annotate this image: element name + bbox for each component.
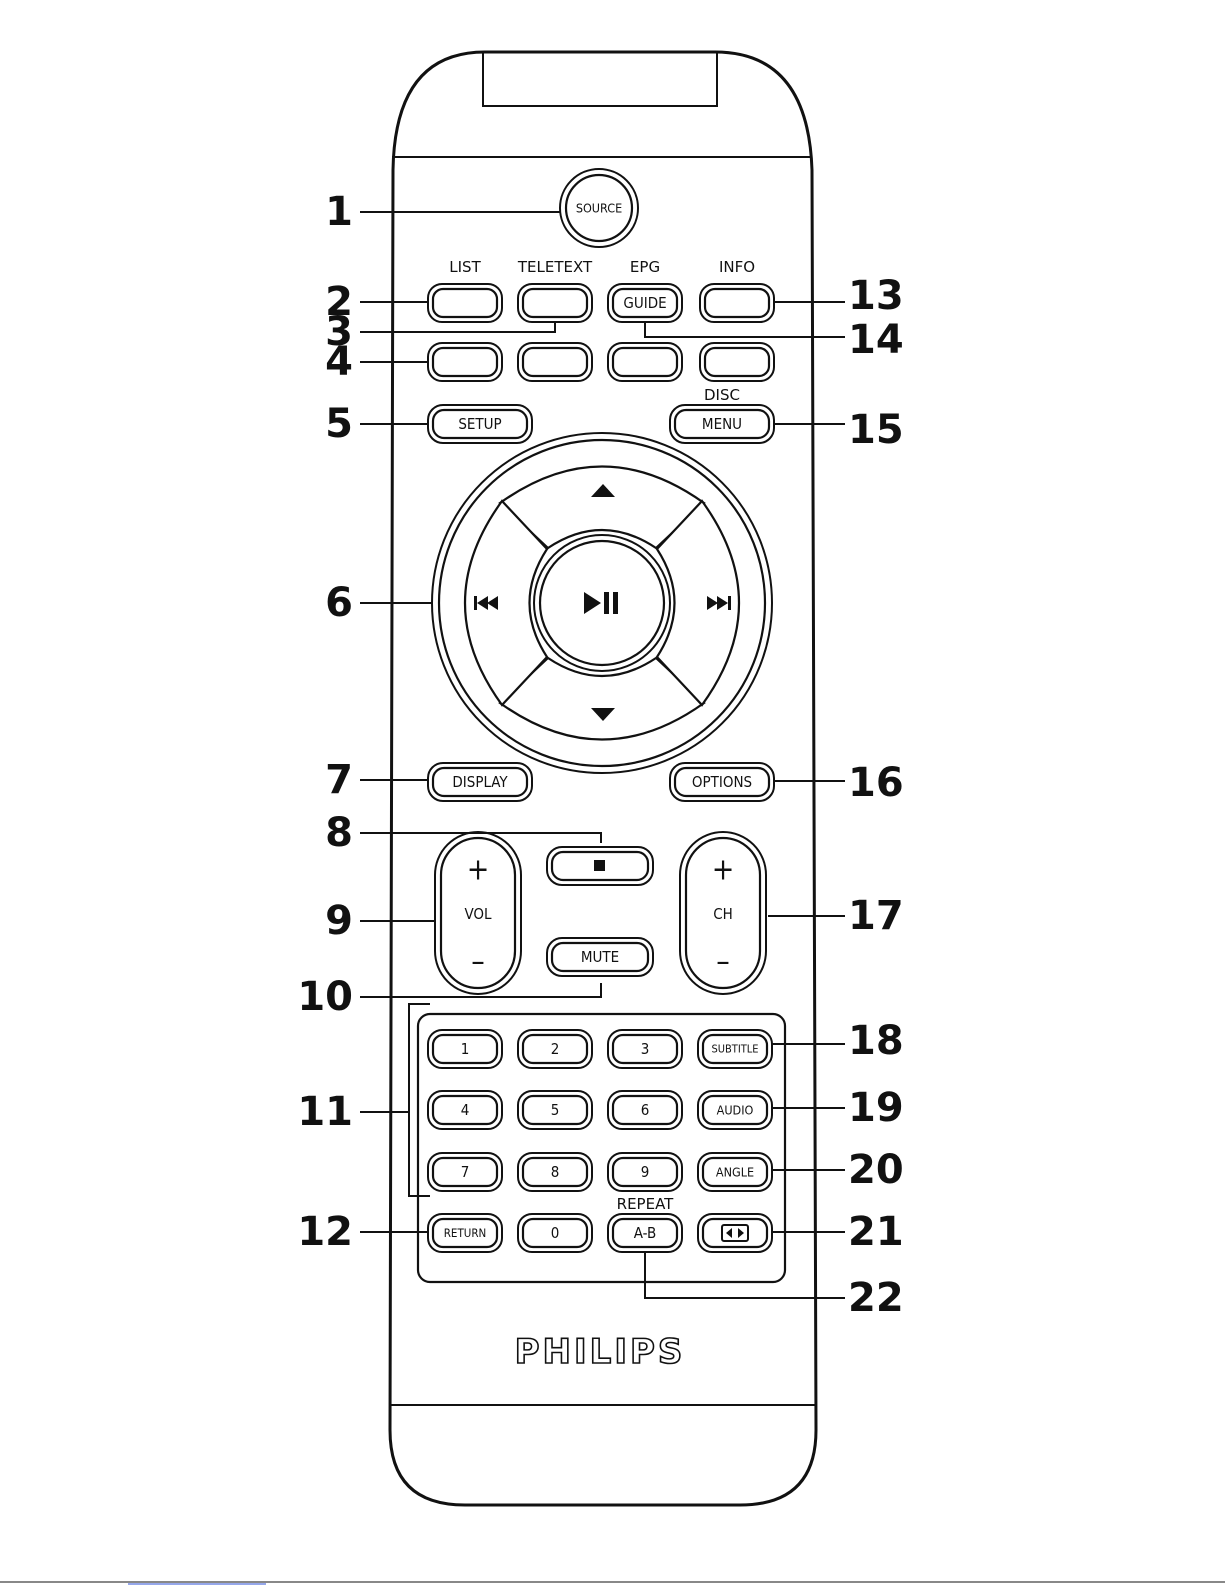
menu-label: MENU [702, 415, 742, 433]
callout-9: 9 [325, 898, 353, 944]
digit-5-button[interactable]: 5 [518, 1091, 592, 1129]
digit-6-button[interactable]: 6 [608, 1091, 682, 1129]
teletext-label: TELETEXT [517, 258, 593, 276]
callout-10: 10 [297, 974, 353, 1020]
digit-1-label: 1 [461, 1040, 470, 1058]
channel-rocker[interactable]: + CH – [680, 832, 766, 994]
volume-down-label: – [471, 945, 485, 980]
digit-2-label: 2 [551, 1040, 560, 1058]
callout-11: 11 [297, 1089, 353, 1135]
digit-5-label: 5 [551, 1101, 560, 1119]
disc-label: DISC [704, 386, 740, 404]
return-button[interactable]: RETURN [428, 1214, 502, 1252]
callout-8: 8 [325, 810, 353, 856]
stop-button[interactable] [547, 847, 653, 885]
volume-rocker[interactable]: + VOL – [435, 832, 521, 994]
callout-13: 13 [848, 273, 904, 319]
return-label: RETURN [444, 1226, 487, 1240]
callout-20: 20 [848, 1147, 904, 1193]
ch-label: CH [713, 905, 733, 923]
callout-19: 19 [848, 1085, 904, 1131]
repeat-ab-button[interactable]: A-B [608, 1214, 682, 1252]
callout-21: 21 [848, 1209, 904, 1255]
mute-label: MUTE [581, 948, 619, 966]
source-label: SOURCE [576, 201, 622, 216]
brand-logo: PHILIPS [515, 1332, 686, 1372]
channel-down-label: – [716, 945, 730, 980]
digit-9-label: 9 [641, 1163, 650, 1181]
stop-icon [594, 860, 605, 871]
repeat-label: REPEAT [617, 1195, 675, 1213]
options-label: OPTIONS [692, 773, 752, 791]
callout-17: 17 [848, 893, 904, 939]
navigation-pad [432, 433, 772, 773]
callout-4: 4 [325, 339, 353, 385]
info-button[interactable] [700, 284, 774, 322]
epg-label: EPG [630, 258, 660, 276]
digit-2-button[interactable]: 2 [518, 1030, 592, 1068]
list-button[interactable] [428, 284, 502, 322]
list-label: LIST [449, 258, 481, 276]
zoom-icon [722, 1225, 748, 1241]
digit-0-button[interactable]: 0 [518, 1214, 592, 1252]
ab-label: A-B [634, 1224, 657, 1242]
angle-button[interactable]: ANGLE [698, 1153, 772, 1191]
digit-3-button[interactable]: 3 [608, 1030, 682, 1068]
digit-8-label: 8 [551, 1163, 560, 1181]
callout-22: 22 [848, 1275, 904, 1321]
callout-15: 15 [848, 407, 904, 453]
audio-label: AUDIO [717, 1103, 754, 1118]
angle-label: ANGLE [716, 1165, 754, 1180]
digit-8-button[interactable]: 8 [518, 1153, 592, 1191]
color-button-red[interactable] [428, 343, 502, 381]
callout-18: 18 [848, 1018, 904, 1064]
volume-up-label: + [467, 853, 490, 888]
teletext-button[interactable] [518, 284, 592, 322]
callout-6: 6 [325, 580, 353, 626]
display-label: DISPLAY [452, 773, 508, 791]
disc-menu-button[interactable]: MENU [670, 405, 774, 443]
color-button-green[interactable] [518, 343, 592, 381]
audio-button[interactable]: AUDIO [698, 1091, 772, 1129]
options-button[interactable]: OPTIONS [670, 763, 774, 801]
guide-button[interactable]: GUIDE [608, 284, 682, 322]
subtitle-label: SUBTITLE [711, 1043, 758, 1056]
source-button[interactable]: SOURCE [560, 169, 638, 247]
color-button-yellow[interactable] [608, 343, 682, 381]
callout-14: 14 [848, 317, 904, 363]
color-button-blue[interactable] [700, 343, 774, 381]
setup-button[interactable]: SETUP [428, 405, 532, 443]
digit-7-button[interactable]: 7 [428, 1153, 502, 1191]
digit-7-label: 7 [461, 1163, 470, 1181]
callout-16: 16 [848, 760, 904, 806]
display-button[interactable]: DISPLAY [428, 763, 532, 801]
digit-4-button[interactable]: 4 [428, 1091, 502, 1129]
guide-label: GUIDE [623, 294, 666, 312]
digit-9-button[interactable]: 9 [608, 1153, 682, 1191]
digit-6-label: 6 [641, 1101, 650, 1119]
setup-label: SETUP [458, 415, 501, 433]
digit-3-label: 3 [641, 1040, 650, 1058]
subtitle-button[interactable]: SUBTITLE [698, 1030, 772, 1068]
vol-label: VOL [464, 905, 492, 923]
callout-12: 12 [297, 1209, 353, 1255]
zoom-button[interactable] [698, 1214, 772, 1252]
callout-7: 7 [325, 757, 353, 803]
digit-1-button[interactable]: 1 [428, 1030, 502, 1068]
digit-4-label: 4 [461, 1101, 470, 1119]
channel-up-label: + [712, 853, 735, 888]
callout-5: 5 [325, 401, 353, 447]
info-label: INFO [719, 258, 755, 276]
mute-button[interactable]: MUTE [547, 938, 653, 976]
callout-1: 1 [325, 189, 353, 235]
digit-0-label: 0 [551, 1224, 560, 1242]
